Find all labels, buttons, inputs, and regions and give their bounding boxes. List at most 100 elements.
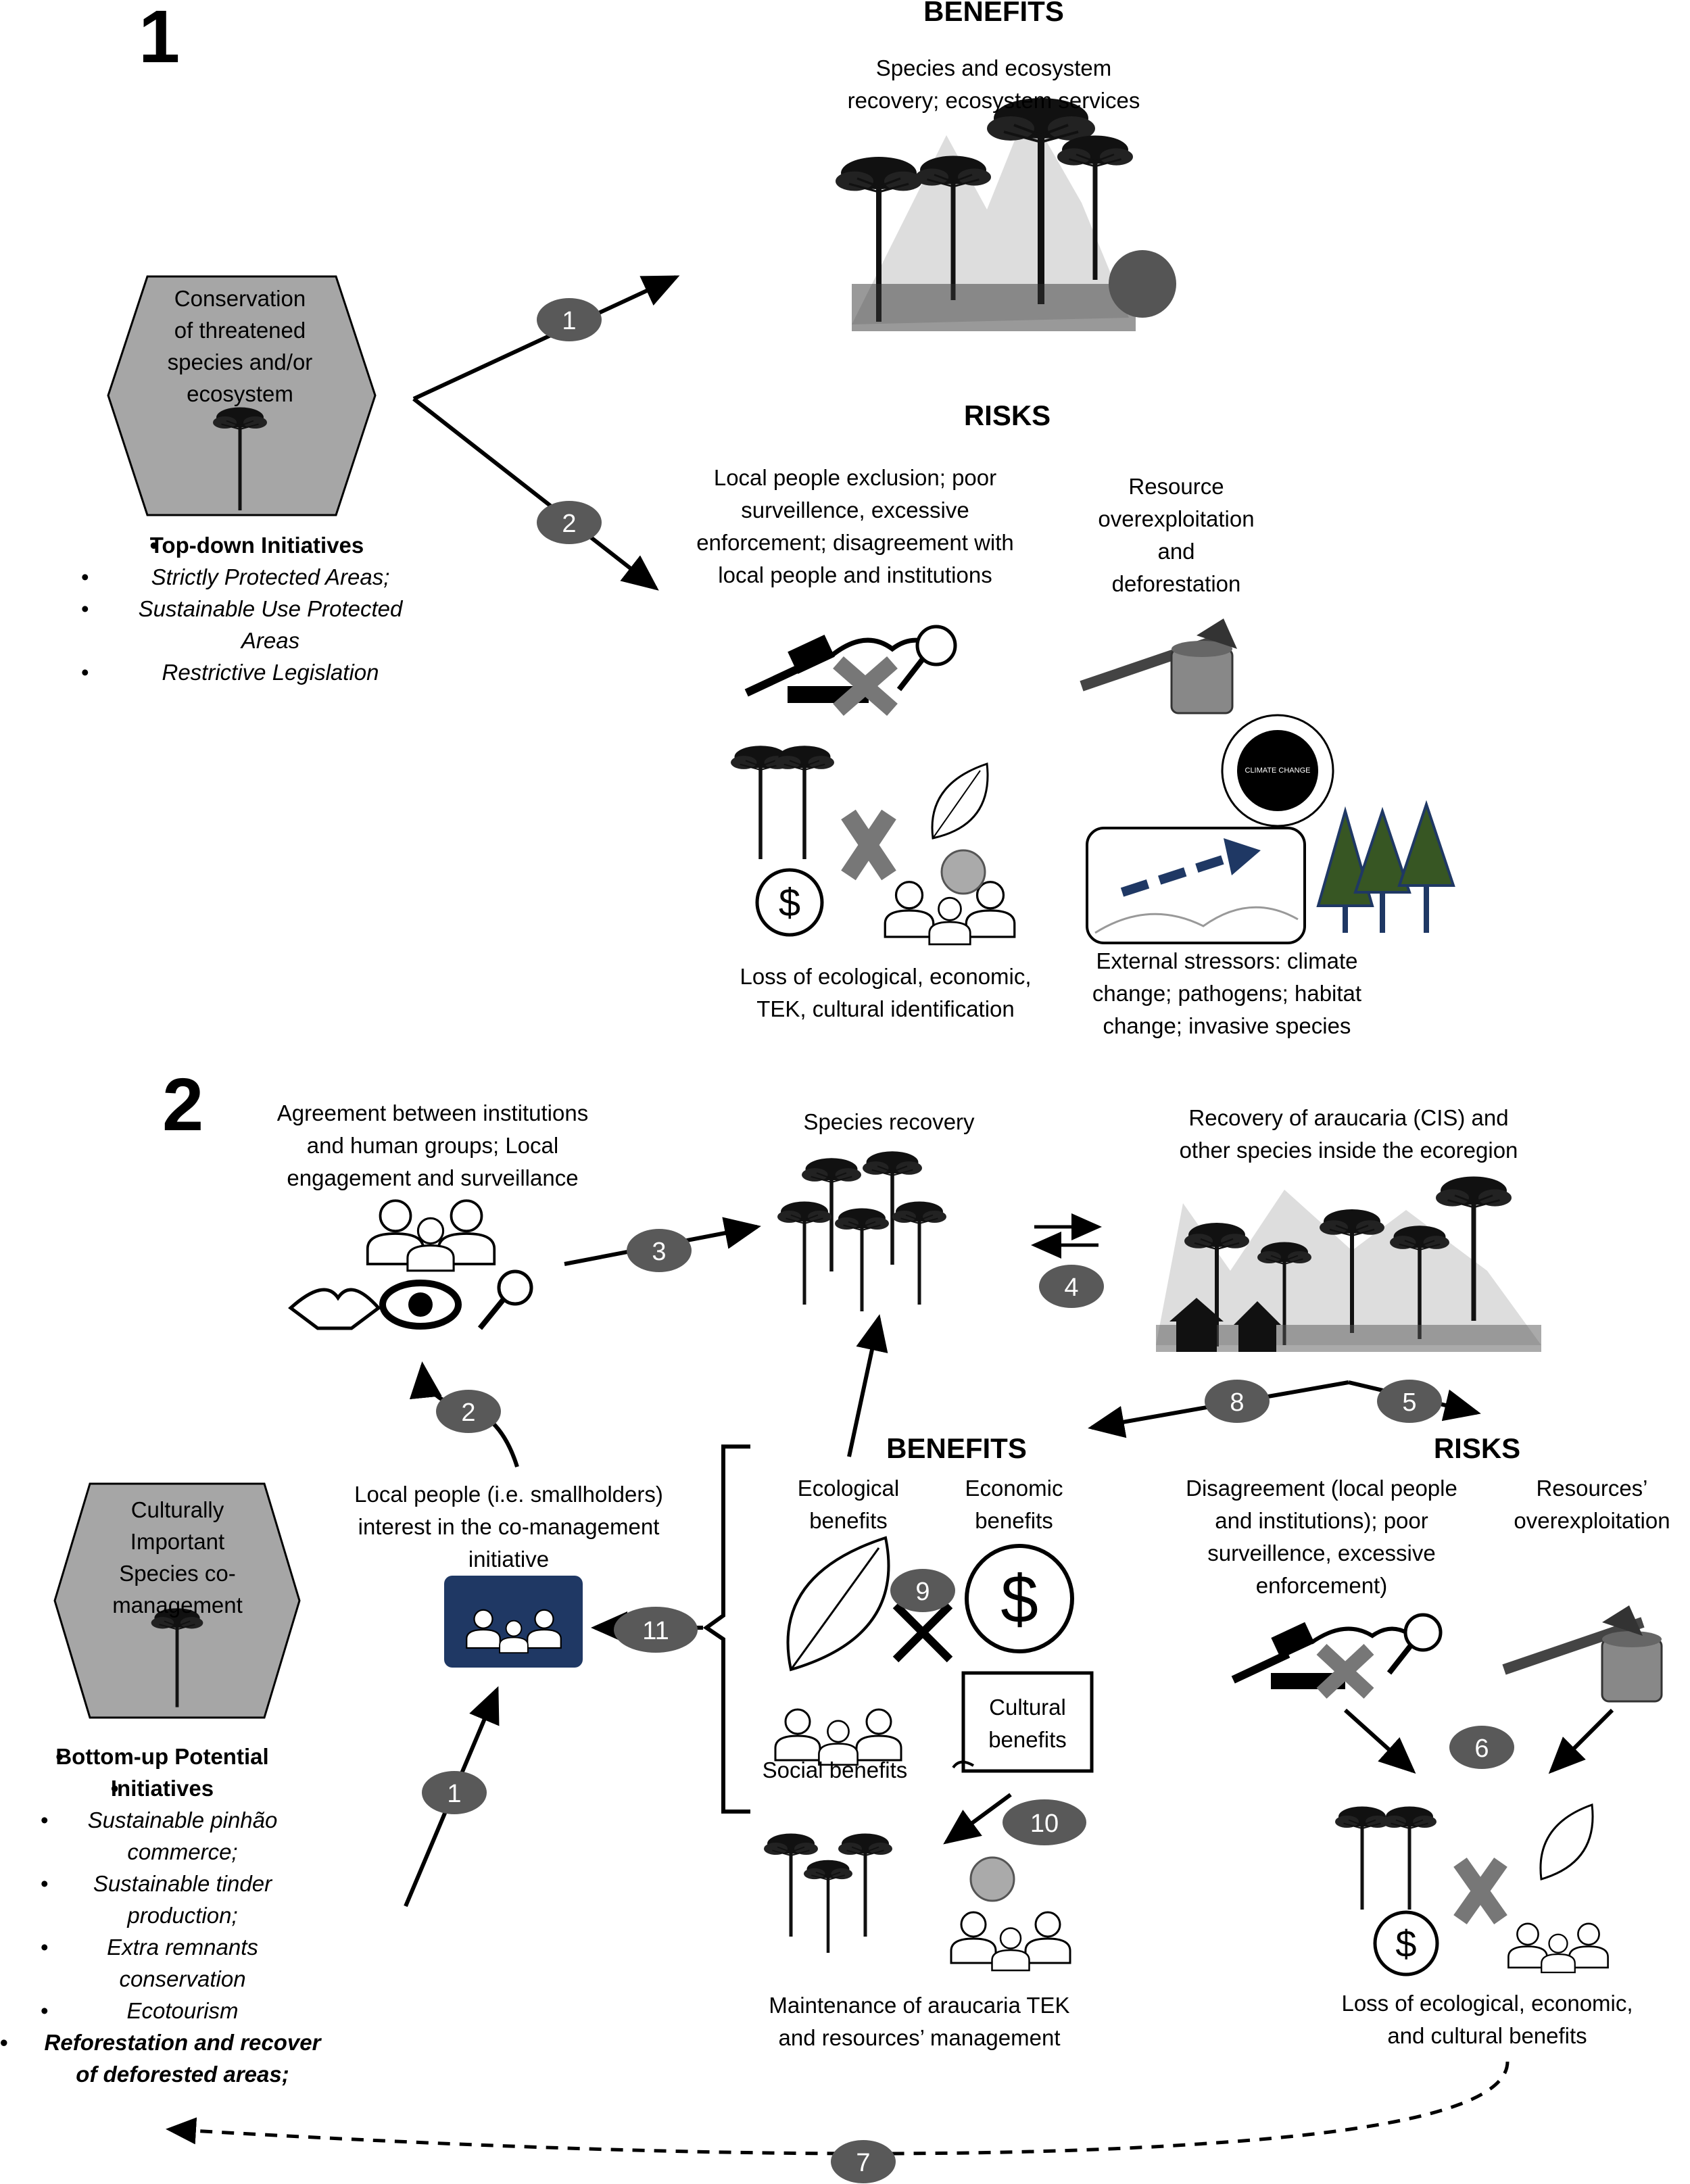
badge-p2-1: 1 [422,1771,487,1814]
economic-dollar-icon: $ [965,1544,1074,1653]
p2-initiative-item: conservation [119,1966,246,1991]
p2-ecological-line: benefits [809,1508,888,1533]
p1-initiatives: Top-down Initiatives [61,529,453,561]
araucaria-pair-icon [729,745,836,860]
p1-risk-social-line: enforcement; disagreement with [696,530,1014,555]
hex1-line: of threatened [174,318,306,343]
p2-initiative-item: commerce; [127,1839,238,1864]
p2-loss-line: Loss of ecological, economic, [1341,1991,1633,2016]
badge-p2-2: 2 [436,1390,501,1433]
p2-risk-resources-line: Resources’ [1536,1476,1648,1501]
axe-stump-icon [1080,618,1237,714]
p2-agreement-line: Agreement between institutions [276,1100,589,1125]
hex2-line: management [112,1593,243,1618]
handshake-icon [288,1288,381,1330]
p1-risk-social-line: surveillence, excessive [741,498,969,523]
p1-risk-social-line: Local people exclusion; poor [713,465,997,490]
p1-benefits-text: Species and ecosystem recovery; ecosyste… [777,52,1210,117]
p1-benefits-heading: BENEFITS [923,0,1064,27]
p1-risk-resource: Resource overexploitation and deforestat… [1075,470,1278,600]
p2-initiatives-title: Bottom-up Potential Initiatives [14,1741,311,1804]
hex1-text: Conservation of threatened species and/o… [128,283,352,410]
ecoregion-forest-icon [1156,1175,1541,1352]
climate-shift-box [1086,827,1306,944]
badge-p2-4: 4 [1039,1265,1104,1308]
svg-text:11: 11 [642,1617,669,1645]
p1-benefits-line: Species and ecosystem [875,55,1112,80]
arrow-benefits-to-recovery [847,1314,888,1457]
p1-initiative-item: Sustainable Use Protected [74,593,466,625]
svg-text:$: $ [1395,1922,1416,1965]
arrow-1-benefits [412,275,680,401]
ecological-leaf-icon [786,1536,890,1672]
hex1-line: ecosystem [187,381,293,406]
p1-stressors-text: External stressors: climate change; path… [1075,945,1379,1042]
p2-local-people: Local people (i.e. smallholders) interes… [331,1478,686,1576]
badge-p1-1: 1 [537,298,602,341]
hex2-text: Culturally Important Species co- managem… [74,1494,281,1621]
p1-initiative-item: Restrictive Legislation [74,656,466,688]
p1-stressors-line: change; invasive species [1103,1013,1351,1038]
people-group-icon [884,881,1016,946]
panel-1-number: 1 [139,0,180,78]
p1-loss-text: Loss of ecological, economic, TEK, cultu… [717,961,1055,1025]
svg-text:7: 7 [856,2149,870,2177]
arrow-9-double [892,1602,953,1663]
p1-risk-social-line: local people and institutions [718,562,992,587]
p2-cultural: Cultural benefits [963,1691,1092,1756]
p2-economic: Economic benefits [936,1472,1092,1537]
gavel-handshake-icon [744,625,957,717]
p2-cultural-line: Cultural [989,1695,1066,1720]
svg-text:9: 9 [915,1578,930,1606]
loss2-leaf-icon [1539,1803,1594,1880]
p2-initiatives-title-line: Bottom-up Potential [14,1741,311,1772]
arrow-6-right [1548,1708,1614,1774]
p2-initiative-item: Sustainable tinder [27,1868,338,1899]
badge-p1-2: 2 [537,501,602,544]
p2-initiatives-title-line: Initiatives [14,1772,311,1804]
hex2-line: Important [130,1529,225,1554]
leaf-icon [931,762,989,840]
p2-local-people-line: initiative [468,1547,550,1572]
p1-loss-line: TEK, cultural identification [756,996,1015,1021]
upward-shift-arrow-icon [1120,850,1239,897]
p1-risk-resource-line: and [1157,539,1195,564]
svg-text:5: 5 [1402,1388,1416,1417]
loss2-araucaria-icon [1334,1805,1437,1910]
loss2-x-icon [1453,1858,1507,1924]
badge-p2-5: 5 [1377,1380,1442,1423]
panel-2-number: 2 [162,1063,204,1146]
badge-p2-3: 3 [627,1229,692,1272]
p2-initiative-item: Ecotourism [27,1995,338,2027]
p2-economic-line: benefits [975,1508,1053,1533]
p2-ecological-line: Ecological [797,1476,900,1501]
badge-p2-11: 11 [614,1607,698,1653]
risk-gavel-handshake-icon [1231,1613,1443,1699]
p2-initiative-bold-item: of deforested areas; [76,2062,289,2087]
p1-loss-line: Loss of ecological, economic, [740,964,1032,989]
arrow-6-left [1343,1708,1416,1774]
arrow-7-dashed [166,2061,1510,2156]
brain-lightbulb-icon [940,849,986,895]
p2-risk-disagreement: Disagreement (local people and instituti… [1159,1472,1484,1602]
hex1-line: species and/or [167,349,313,374]
badge-p2-6: 6 [1449,1726,1514,1769]
p1-risks-heading: RISKS [963,399,1051,431]
maintenance-people-brain-icon [950,1856,1071,1972]
risk-axe-stump-icon [1502,1605,1663,1703]
arrow-10 [943,1793,1012,1845]
hex2-line: Species co- [119,1561,236,1586]
p1-initiative-item: Areas [241,628,300,653]
p2-maintenance-line: Maintenance of araucaria TEK [769,1993,1070,2018]
svg-text:$: $ [1000,1561,1038,1637]
badge-p2-7: 7 [831,2140,896,2183]
svg-text:10: 10 [1030,1810,1059,1838]
p2-araucaria-recovery: Recovery of araucaria (CIS) and other sp… [1149,1102,1548,1167]
conifers-icon [1316,800,1455,933]
benefits-bracket [702,1445,750,1814]
p2-risk-disagreement-line: enforcement) [1255,1573,1388,1598]
eye-icon [379,1280,462,1330]
svg-text:6: 6 [1474,1734,1489,1763]
p2-initiative-item: production; [127,1903,238,1928]
p2-initiative-item: Extra remnants [27,1931,338,1963]
